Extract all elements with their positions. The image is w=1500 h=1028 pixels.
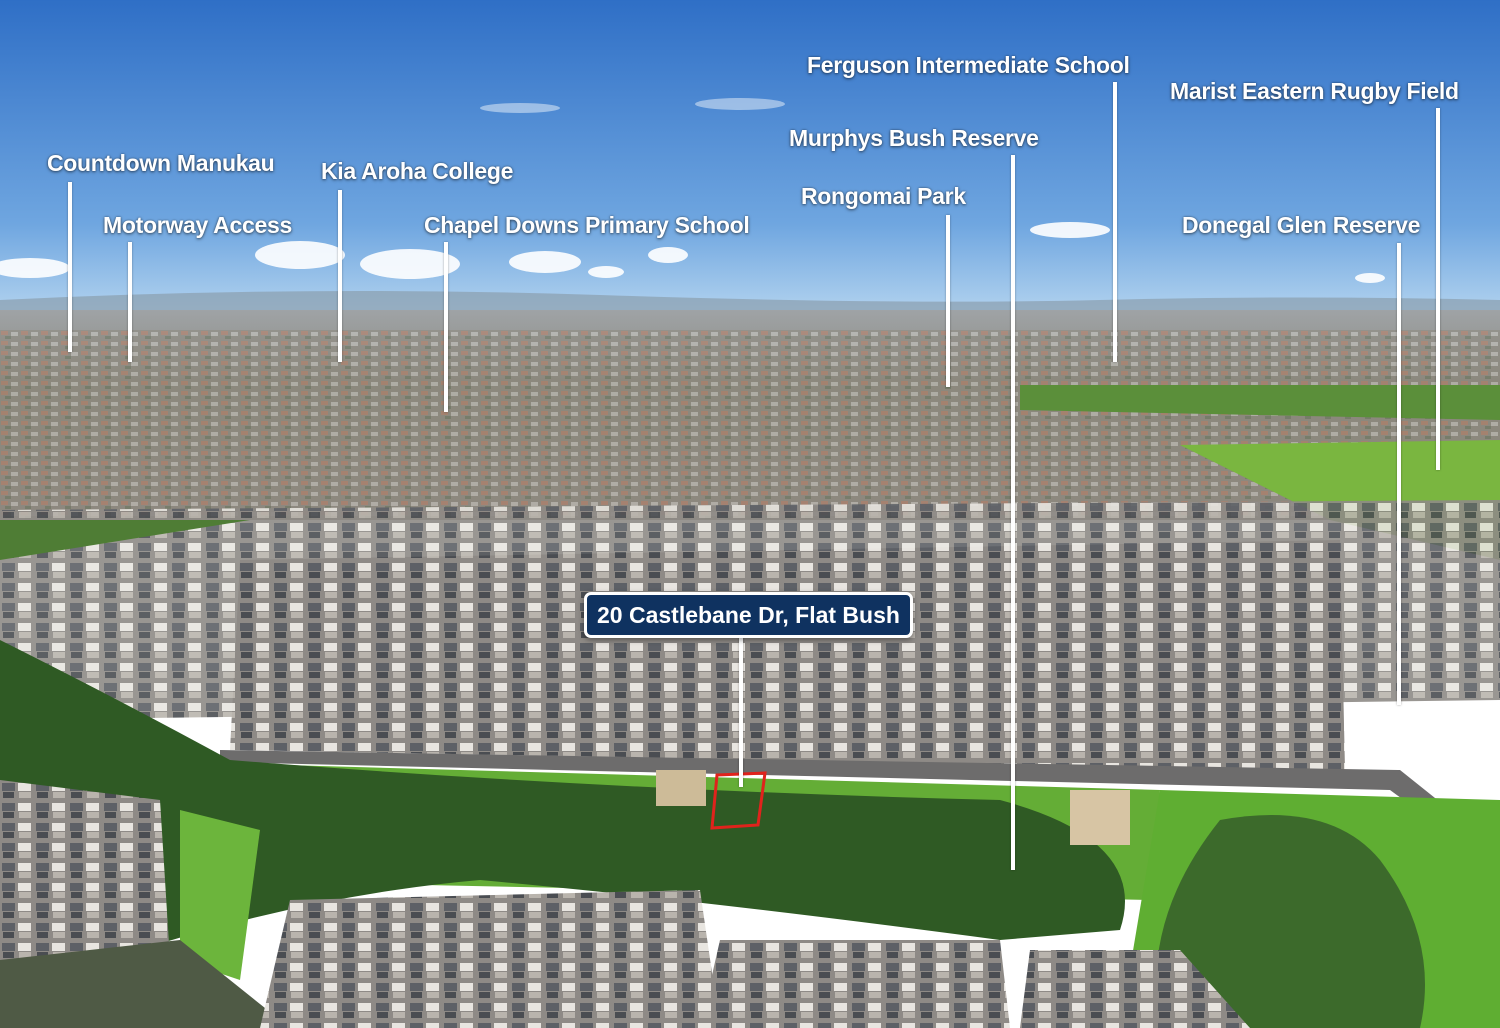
label-murphys-bush-reserve: Murphys Bush Reserve: [789, 125, 1039, 151]
label-ferguson-intermediate-school: Ferguson Intermediate School: [807, 52, 1130, 78]
label-chapel-downs-primary-school: Chapel Downs Primary School: [424, 212, 750, 238]
leader-line-rongomai-park: [946, 215, 950, 387]
label-rongomai-park: Rongomai Park: [801, 183, 966, 209]
leader-line-ferguson-intermediate-school: [1113, 82, 1117, 362]
label-countdown-manukau: Countdown Manukau: [47, 150, 275, 176]
leader-line-kia-aroha-college: [338, 190, 342, 362]
leader-line-chapel-downs-primary-school: [444, 242, 448, 412]
leader-line-marist-eastern-rugby-field: [1436, 108, 1440, 470]
label-marist-eastern-rugby-field: Marist Eastern Rugby Field: [1170, 78, 1459, 104]
label-donegal-glen-reserve: Donegal Glen Reserve: [1182, 212, 1421, 238]
label-kia-aroha-college: Kia Aroha College: [321, 158, 514, 184]
leader-line-donegal-glen-reserve: [1397, 243, 1401, 705]
label-motorway-access: Motorway Access: [103, 212, 292, 238]
leader-line-countdown-manukau: [68, 182, 72, 352]
leader-line-address: [739, 630, 743, 787]
leader-line-motorway-access: [128, 242, 132, 362]
property-address-label: 20 Castlebane Dr, Flat Bush: [584, 592, 913, 638]
leader-line-murphys-bush-reserve: [1011, 155, 1015, 870]
